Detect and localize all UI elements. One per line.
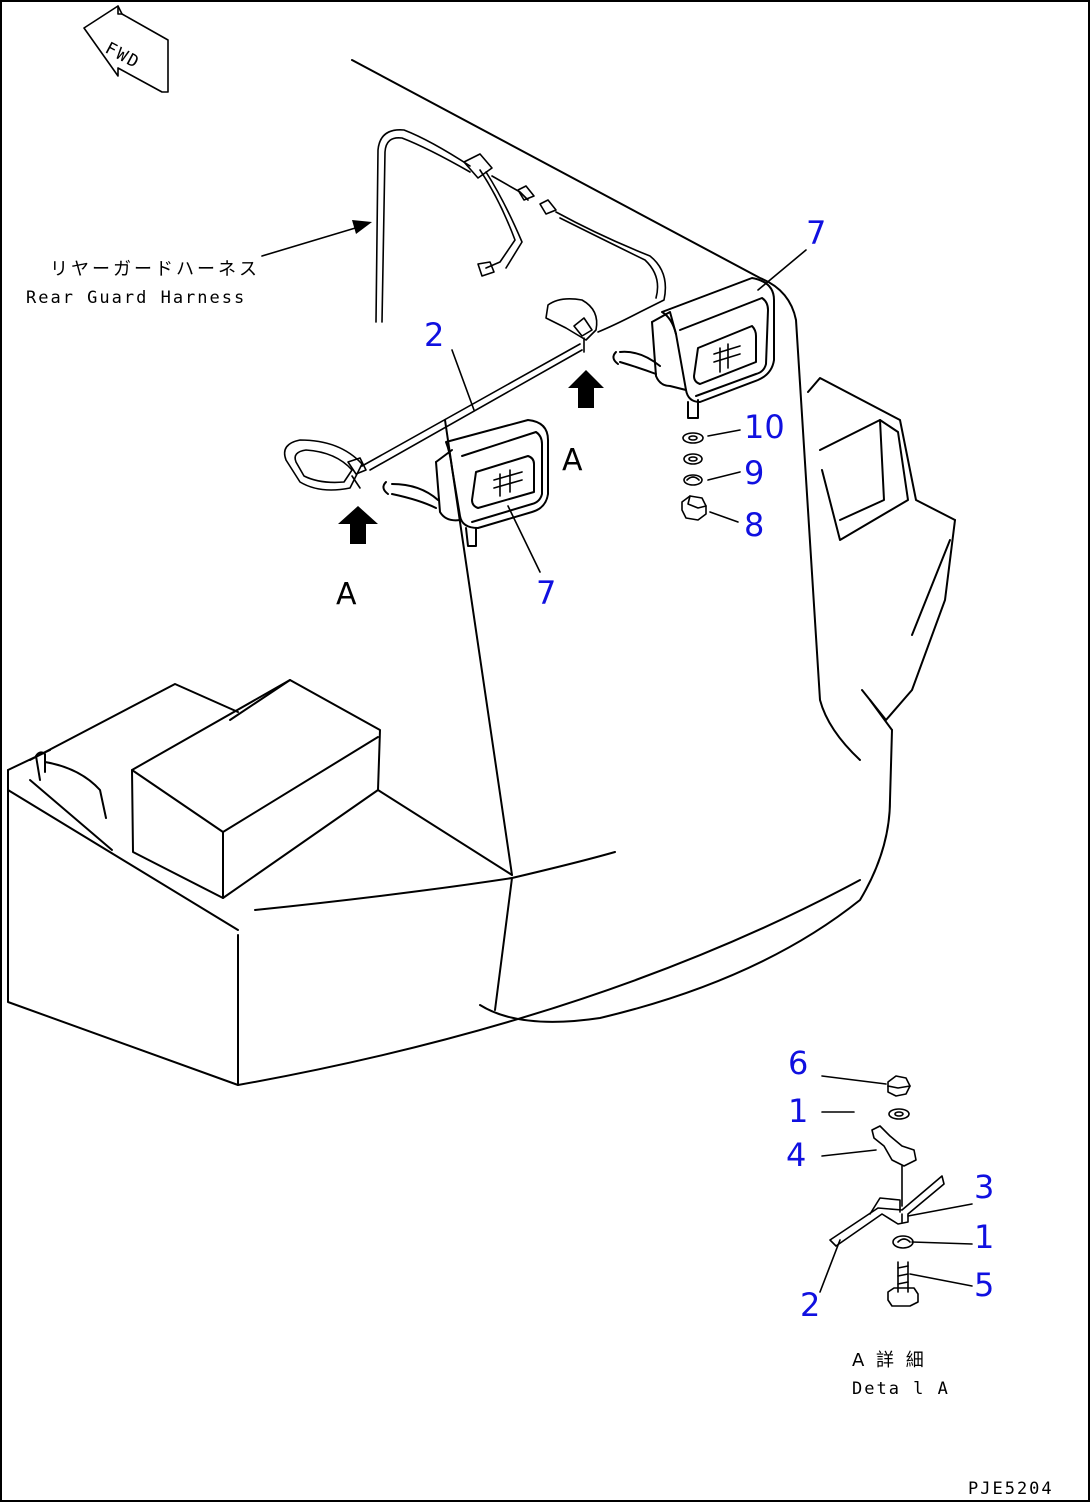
detail-callout-6: 6 <box>788 1044 808 1082</box>
detail-caption-jp: A 詳 細 <box>852 1350 927 1371</box>
engine-hood <box>807 377 956 731</box>
callout-9: 9 <box>744 454 764 492</box>
detail-callout-3: 3 <box>974 1168 994 1206</box>
rear-guard-harness <box>283 129 667 491</box>
leader-lines <box>451 249 807 573</box>
harness-label-jp: リヤーガードハーネス <box>50 259 260 280</box>
work-lamp-right <box>612 277 775 419</box>
detail-a-view <box>819 1075 973 1307</box>
detail-callout-1-top: 1 <box>788 1092 808 1130</box>
detail-caption-en: Deta l A <box>852 1379 950 1399</box>
detail-callout-2: 2 <box>800 1286 820 1324</box>
detail-callout-1-bottom: 1 <box>974 1218 994 1256</box>
callout-2-upper: 2 <box>424 316 444 354</box>
fwd-arrow-icon: FWD <box>83 5 169 93</box>
callout-7-right: 7 <box>806 214 826 252</box>
callout-10: 10 <box>744 408 785 446</box>
callout-8: 8 <box>744 506 764 544</box>
view-arrow-left <box>338 506 378 544</box>
view-letter-right: A <box>562 443 583 478</box>
machine-body <box>7 59 893 1086</box>
hardware-stack-upper <box>681 432 707 521</box>
drawing-code: PJE5204 <box>968 1479 1054 1499</box>
detail-callout-4: 4 <box>786 1136 806 1174</box>
callout-7-left: 7 <box>536 574 556 612</box>
work-lamp-left <box>382 419 549 547</box>
view-arrow-right <box>568 370 604 408</box>
detail-callout-5: 5 <box>974 1266 994 1304</box>
harness-label-en: Rear Guard Harness <box>26 288 246 308</box>
fwd-label: FWD <box>102 39 144 74</box>
view-letter-left: A <box>336 577 357 612</box>
harness-leader <box>261 220 372 257</box>
